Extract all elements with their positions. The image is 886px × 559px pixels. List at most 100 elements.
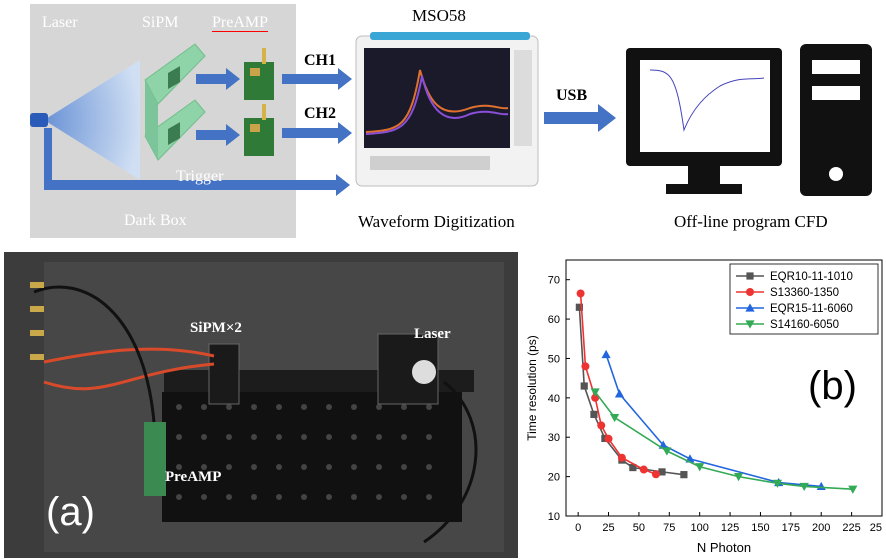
data-point-triangle-down	[848, 485, 858, 494]
data-point-triangle-down	[590, 388, 600, 397]
data-point-square	[746, 272, 754, 280]
caption-cfd: Off-line program CFD	[674, 212, 828, 231]
data-point-circle	[576, 289, 585, 298]
photo-sipm-label: SiPM×2	[190, 320, 242, 336]
y-tick-label: 70	[548, 275, 560, 287]
setup-photo-drawing	[4, 252, 518, 558]
connectors	[30, 282, 44, 360]
arrow-trigger	[44, 128, 350, 196]
x-tick-label: 125	[721, 522, 739, 534]
series-line	[579, 293, 657, 475]
panel-a-label: (a)	[46, 490, 95, 534]
series-3	[590, 388, 858, 494]
sipm-board-side	[145, 80, 158, 160]
scope-title: MSO58	[412, 6, 466, 25]
data-point-square	[680, 471, 688, 479]
laser-beam	[44, 60, 140, 180]
monitor-icon	[626, 48, 782, 194]
preamp-board-lower-icon	[244, 104, 274, 156]
preamp-board	[144, 422, 166, 496]
arrow-sipm-preamp-upper	[196, 68, 240, 90]
data-point-triangle-up	[601, 349, 611, 359]
y-tick-label: 10	[548, 511, 560, 523]
legend-label: S13360-1350	[770, 287, 839, 299]
oscilloscope-icon	[355, 32, 539, 187]
data-point-square	[590, 410, 598, 418]
data-point-triangle-down	[695, 463, 705, 472]
trigger-label: Trigger	[176, 168, 224, 185]
data-point-square	[580, 382, 588, 390]
laser-head-icon	[30, 113, 48, 127]
data-point-circle	[639, 465, 648, 474]
x-tick-label: 50	[633, 522, 645, 534]
arrow-usb	[544, 104, 616, 132]
data-point-circle	[604, 434, 613, 443]
laser-label: Laser	[42, 14, 78, 31]
cable-red-2	[43, 362, 215, 391]
data-point-circle	[746, 288, 754, 296]
x-tick-label: 100	[691, 522, 709, 534]
y-tick-label: 20	[548, 472, 560, 484]
arrow-ch1	[282, 68, 352, 90]
preamp-label: PreAMP	[212, 14, 269, 32]
data-point-triangle-down	[733, 473, 744, 482]
data-point-square	[658, 468, 666, 476]
series-line	[605, 354, 822, 488]
legend-label: S14160-6050	[770, 319, 839, 331]
x-tick-label: 150	[751, 522, 769, 534]
optical-breadboard	[162, 392, 462, 522]
arrow-ch2	[282, 122, 352, 144]
cable-black	[33, 285, 156, 423]
ch2-label: CH2	[304, 105, 336, 122]
y-tick-label: 50	[548, 353, 560, 365]
schematic-graphics	[30, 32, 872, 196]
usb-label: USB	[556, 87, 588, 104]
y-tick-label: 60	[548, 314, 560, 326]
x-axis-label: N Photon	[697, 540, 751, 555]
x-tick-label: 175	[782, 522, 800, 534]
y-tick-label: 40	[548, 393, 560, 405]
x-tick-label: 0	[575, 522, 581, 534]
photo-preamp-label: PreAMP	[165, 469, 222, 485]
x-tick-label: 75	[663, 522, 675, 534]
x-tick-label: 225	[842, 522, 860, 534]
sipm-label: SiPM	[142, 14, 179, 31]
y-axis-label: Time resolution (ps)	[525, 335, 539, 441]
setup-photo	[4, 252, 518, 558]
data-point-circle	[651, 470, 660, 479]
arrow-sipm-preamp-lower	[196, 124, 240, 146]
cable-red	[43, 347, 215, 364]
data-point-triangle-down	[662, 447, 672, 456]
legend-label: EQR10-11-1010	[770, 271, 853, 283]
x-edge-tick-label: 25	[870, 522, 882, 534]
caption-digitization: Waveform Digitization	[358, 212, 515, 231]
dark-box-label: Dark Box	[124, 212, 187, 229]
computer-tower-icon	[800, 44, 872, 196]
preamp-board-upper-icon	[244, 48, 274, 100]
data-point-triangle-down	[772, 479, 783, 488]
data-point-circle	[581, 362, 590, 371]
data-point-circle	[597, 421, 606, 430]
sipm-chip-lower	[168, 122, 180, 146]
photo-laser-label: Laser	[414, 326, 451, 342]
data-point-square	[629, 463, 637, 472]
data-point-triangle-down	[799, 482, 809, 492]
time-resolution-chart: 10 20 30 40 50 60 70 0 25 50 75 100 125 150 175 200 225 2…	[525, 259, 883, 555]
data-point-triangle-down	[610, 413, 620, 423]
data-point-circle	[617, 453, 626, 462]
ch1-label: CH1	[304, 52, 336, 69]
x-tick-label: 25	[602, 522, 614, 534]
data-point-triangle-down	[745, 320, 755, 329]
y-tick-label: 30	[548, 432, 560, 444]
data-point-triangle-up	[614, 389, 625, 398]
cable-black-2	[423, 380, 478, 544]
panel-b-label: (b)	[808, 364, 857, 408]
series-line	[594, 391, 853, 491]
legend-label: EQR15-11-6060	[770, 303, 853, 315]
sipm-mount	[208, 343, 240, 405]
x-tick-label: 200	[812, 522, 830, 534]
breadboard-holes	[176, 404, 432, 500]
data-point-triangle-up	[745, 303, 755, 312]
sipm-chip-upper	[168, 66, 180, 90]
data-point-square	[575, 303, 583, 311]
